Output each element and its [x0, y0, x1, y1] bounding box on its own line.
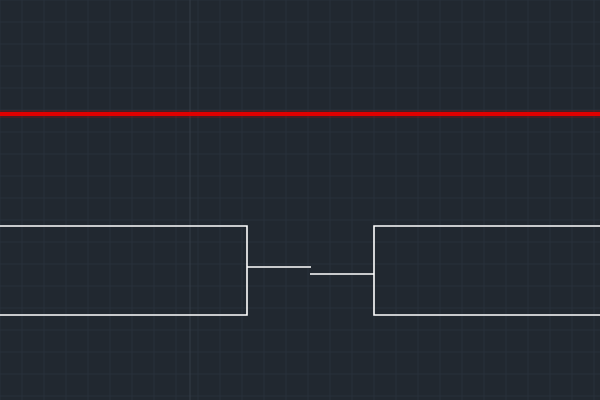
- left-block-outline[interactable]: [0, 225, 248, 316]
- right-block-outline[interactable]: [373, 225, 600, 316]
- drawing-geometry: [0, 225, 600, 316]
